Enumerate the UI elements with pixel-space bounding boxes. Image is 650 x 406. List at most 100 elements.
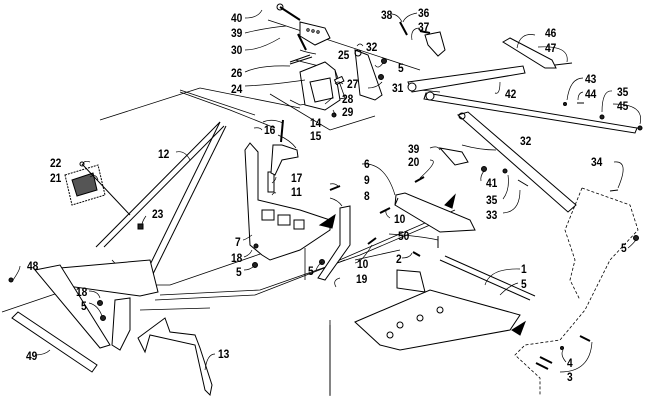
- callout-35-right: 35: [486, 193, 498, 207]
- bolt-43-44: [563, 102, 584, 106]
- callout-29: 29: [342, 105, 354, 119]
- bracket-39-right: [438, 147, 469, 166]
- nut-23: [137, 223, 144, 230]
- bracket-8: [317, 205, 351, 281]
- callout-22: 22: [50, 156, 62, 170]
- bumper-bracket-6: [394, 192, 476, 233]
- callout-38: 38: [381, 8, 393, 22]
- callout-3: 3: [567, 370, 573, 384]
- callout-35: 35: [617, 85, 629, 99]
- leader-lines: [12, 9, 642, 373]
- bolts-3-4: [535, 335, 591, 370]
- callout-32-right: 32: [520, 134, 532, 148]
- nut-5-top: [381, 58, 387, 64]
- callout-39-right: 39: [408, 142, 420, 156]
- callout-18-left: 18: [76, 285, 88, 299]
- callout-39: 39: [231, 26, 243, 40]
- callout-12: 12: [158, 147, 170, 161]
- callout-46: 46: [545, 26, 557, 40]
- callout-16: 16: [264, 123, 276, 137]
- callout-17: 17: [291, 171, 303, 185]
- bolt-30: [297, 33, 307, 51]
- callout-11: 11: [291, 185, 302, 199]
- bolt-9: [329, 185, 341, 191]
- main-a-frame-12: [34, 121, 227, 351]
- bolt-47: [554, 62, 573, 66]
- control-module-21: [64, 164, 106, 206]
- callout-45: 45: [617, 99, 629, 113]
- bolt-14: [280, 119, 284, 143]
- nuts-35-33: [502, 168, 529, 187]
- bolt-10-a: [379, 207, 391, 214]
- nuts-18-5-left: [97, 300, 106, 321]
- tie-rod-32: [456, 111, 577, 213]
- bracket-46: [502, 37, 557, 69]
- callout-43: 43: [585, 72, 597, 86]
- callout-41: 41: [486, 176, 498, 190]
- callout-5-left: 5: [81, 299, 87, 313]
- callout-24: 24: [231, 82, 243, 96]
- callout-14: 14: [310, 116, 322, 130]
- callout-26: 26: [231, 66, 243, 80]
- guard-13: [137, 317, 213, 397]
- callout-30: 30: [231, 43, 243, 57]
- callout-32: 32: [366, 40, 378, 54]
- nut-35-45: [599, 114, 643, 131]
- nut-5-right: [633, 235, 639, 241]
- callout-47: 47: [545, 41, 557, 55]
- bolt-2: [412, 251, 421, 257]
- callout-1: 1: [521, 262, 527, 276]
- bolt-10-b: [367, 237, 377, 245]
- servo-module-24: [289, 54, 341, 111]
- callout-31: 31: [392, 81, 404, 95]
- front-frame-plate-11: [244, 142, 336, 261]
- callout-6: 6: [364, 157, 370, 171]
- callout-25: 25: [338, 48, 350, 62]
- bolt-34: [609, 189, 619, 192]
- callout-34: 34: [591, 155, 603, 169]
- callout-49: 49: [26, 349, 38, 363]
- nut-41: [481, 166, 487, 172]
- callout-8: 8: [364, 189, 370, 203]
- bolt-22: [79, 161, 131, 216]
- callout-19: 19: [356, 272, 368, 286]
- frame-side-34: [514, 187, 639, 395]
- callout-18-center: 18: [231, 251, 243, 265]
- callout-36: 36: [418, 6, 430, 20]
- bolt-48: [8, 277, 14, 283]
- callout-50: 50: [398, 229, 410, 243]
- callout-5-frame: 5: [621, 241, 627, 255]
- callout-4: 4: [567, 356, 573, 370]
- callout-33: 33: [486, 208, 498, 222]
- upper-a-arm-42: [407, 65, 638, 134]
- bearing-15: [270, 144, 299, 176]
- bolt-40: [276, 3, 301, 21]
- callout-42: 42: [505, 87, 517, 101]
- bolt-20: [414, 176, 425, 183]
- steering-bracket-39: [299, 21, 331, 46]
- callout-37: 37: [418, 20, 430, 34]
- clip-36-37: [419, 30, 446, 57]
- callout-13: 13: [218, 347, 230, 361]
- callout-27: 27: [347, 77, 359, 91]
- callout-5-skid: 5: [521, 277, 527, 291]
- callout-5-lower: 5: [308, 264, 314, 278]
- callout-10-upper: 10: [394, 212, 406, 226]
- bolt-38: [399, 21, 408, 36]
- callout-23: 23: [152, 207, 164, 221]
- callout-48: 48: [27, 259, 39, 273]
- callout-15: 15: [310, 129, 322, 143]
- callout-5: 5: [398, 61, 404, 75]
- callout-20: 20: [408, 155, 420, 169]
- callout-28: 28: [342, 92, 354, 106]
- skid-plate-1: [354, 255, 536, 351]
- callout-9: 9: [364, 173, 370, 187]
- callout-40: 40: [231, 11, 243, 25]
- tube-49: [11, 311, 98, 373]
- callout-44: 44: [585, 87, 597, 101]
- callout-7: 7: [235, 235, 241, 249]
- steering-arm-32: [354, 49, 383, 101]
- nut-31: [378, 74, 384, 80]
